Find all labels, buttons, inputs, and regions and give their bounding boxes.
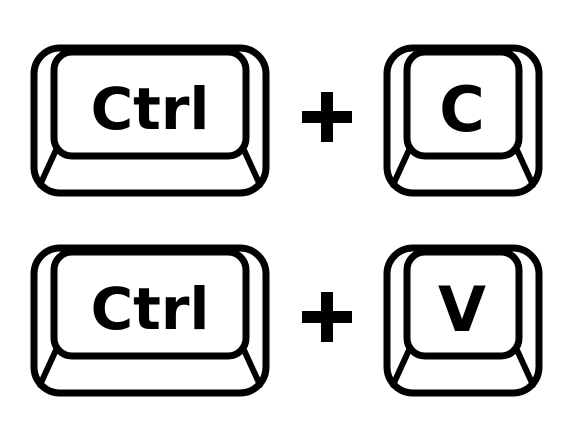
v-key: V [383, 244, 543, 397]
plus-icon [302, 292, 352, 342]
v-key-label: V [438, 273, 486, 346]
c-key: C [383, 44, 543, 197]
ctrl-key-label: Ctrl [91, 275, 210, 343]
ctrl-key-paste: Ctrl [30, 244, 270, 397]
plus-icon [302, 92, 352, 142]
c-key-label: C [439, 73, 485, 146]
ctrl-key-label: Ctrl [91, 75, 210, 143]
shortcut-row-copy: Ctrl C [30, 44, 543, 197]
shortcut-row-paste: Ctrl V [30, 244, 543, 397]
ctrl-key-copy: Ctrl [30, 44, 270, 197]
